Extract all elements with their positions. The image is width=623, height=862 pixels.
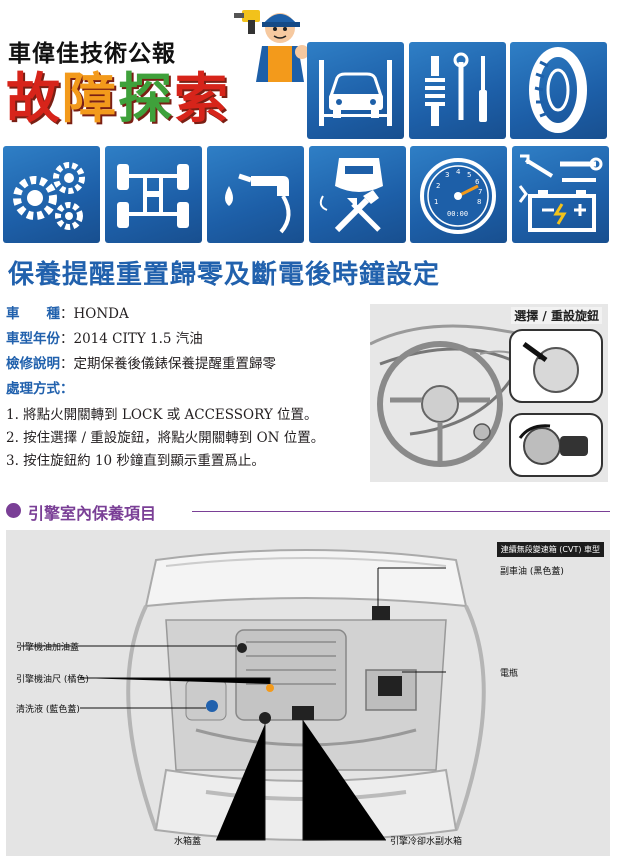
section-header: 引擎室內保養項目 [6, 500, 610, 523]
speed-tick-8: 8 [477, 198, 481, 206]
gears-icon [13, 162, 85, 230]
year-value: 2014 CITY 1.5 汽油 [73, 331, 203, 347]
tile-chassis [105, 146, 202, 243]
section-rule [192, 511, 610, 512]
oil-filler-cap-label: 引擎機油加油蓋 [16, 643, 80, 653]
tile-tire [510, 42, 607, 139]
tile-speedometer: 1 2 3 4 5 6 7 8 00:00 [410, 146, 507, 243]
brand-char-1: 故 [5, 66, 62, 131]
speed-tick-5: 5 [467, 171, 471, 179]
info-row-repair: 檢修說明：定期保養後儀錶保養提醒重置歸零 [6, 352, 366, 377]
suspension-tools-icon [425, 52, 487, 126]
fuel-nozzle-icon [225, 173, 291, 234]
brand-char-2: 障 [61, 66, 118, 131]
steering-wheel-illustration [370, 324, 603, 477]
method-label: 處理方式： [6, 381, 74, 397]
brand-char-4: 索 [173, 66, 230, 131]
tire-icon [529, 47, 587, 133]
speed-tick-3: 3 [445, 171, 449, 179]
year-label: 車型年份 [6, 331, 60, 347]
tile-car-lift [307, 42, 404, 139]
cvt-model-label: 連續無段變速箱 (CVT) 車型 [496, 542, 604, 557]
oil-dipstick-label: 引擎機油尺 (橘色) [16, 675, 89, 685]
mechanic-mascot-icon [234, 10, 309, 82]
tile-battery-tools [512, 146, 609, 243]
brand-title: 車偉佳技術公報 [8, 41, 176, 67]
speed-tick-2: 2 [436, 182, 440, 190]
speed-readout: 00:00 [447, 210, 468, 218]
brand-char-3: 探 [117, 66, 174, 131]
brand-main-title: 故障探索 [5, 64, 230, 134]
tile-suspension-tools [409, 42, 506, 139]
speedometer-icon: 1 2 3 4 5 6 7 8 00:00 [420, 158, 496, 234]
dashboard-illustration: 選擇 / 重設旋鈕 [370, 304, 608, 482]
repair-value: 定期保養後儀錶保養提醒重置歸零 [73, 356, 277, 372]
header-banner: 車偉佳技術公報 故障探索 [0, 0, 623, 246]
coolant-reservoir-label: 引擎冷卻水副水箱 [390, 837, 463, 847]
radiator-cap-label: 水箱蓋 [174, 837, 202, 847]
info-row-make: 車 種：HONDA [6, 302, 366, 327]
welding-tools-icon [319, 158, 383, 233]
step-3: 3. 按住旋鈕約 10 秒鐘直到顯示重置爲止。 [6, 453, 265, 469]
colon: ： [60, 306, 74, 322]
battery-label: 電瓶 [500, 669, 519, 679]
tile-welding [309, 146, 406, 243]
repair-label: 檢修說明 [6, 356, 60, 372]
page-title: 保養提醒重置歸零及斷電後時鐘設定 [8, 260, 441, 290]
engine-bay-diagram: 連續無段變速箱 (CVT) 車型 副車油 (黑色蓋) 引擎機油加油蓋 引擎機油尺… [6, 530, 610, 856]
washer-fluid-label: 清洗液 (藍色蓋) [16, 705, 80, 715]
tile-gears [3, 146, 100, 243]
speed-tick-7: 7 [478, 188, 482, 196]
illustration-caption: 選擇 / 重設旋鈕 [511, 307, 602, 324]
cvt-oil-label: 副車油 (黑色蓋) [500, 567, 564, 577]
speed-tick-6: 6 [475, 178, 480, 186]
section-title: 引擎室內保養項目 [28, 504, 157, 523]
bullet-dot-icon [6, 503, 21, 518]
step-1: 1. 將點火開關轉到 LOCK 或 ACCESSORY 位置。 [6, 407, 318, 423]
info-row-method: 處理方式： [6, 377, 366, 402]
speed-tick-1: 1 [434, 198, 438, 206]
speed-tick-4: 4 [456, 168, 461, 176]
make-label: 車 種 [6, 306, 60, 322]
info-block: 車 種：HONDA 車型年份：2014 CITY 1.5 汽油 檢修說明：定期保… [6, 302, 366, 402]
colon: ： [60, 356, 74, 372]
engine-bay-illustration [21, 549, 486, 841]
step-2: 2. 按住選擇 / 重設旋鈕，將點火開關轉到 ON 位置。 [6, 430, 325, 446]
battery-tools-icon [518, 154, 603, 232]
chassis-icon [117, 164, 189, 228]
car-lift-icon [319, 60, 392, 126]
info-row-year: 車型年份：2014 CITY 1.5 汽油 [6, 327, 366, 352]
tile-fuel [207, 146, 304, 243]
make-value: HONDA [73, 306, 129, 322]
steps-list: 1. 將點火開關轉到 LOCK 或 ACCESSORY 位置。 2. 按住選擇 … [6, 404, 324, 473]
colon: ： [60, 331, 74, 347]
